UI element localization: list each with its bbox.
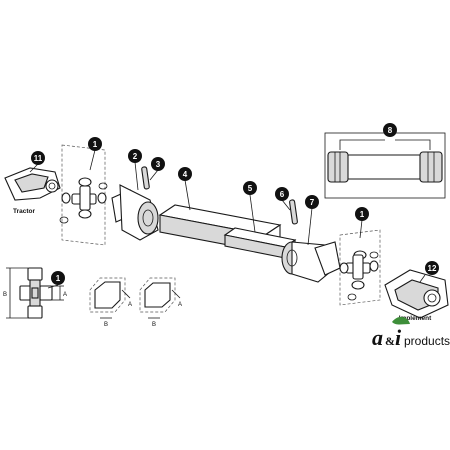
callout-1-detail: 1: [51, 271, 65, 285]
profile-inner-a-label: A: [178, 302, 182, 308]
callout-12: 12: [425, 261, 439, 275]
logo-i: i: [395, 325, 402, 350]
callout-5: 5: [243, 181, 257, 195]
svg-text:12: 12: [428, 264, 437, 273]
callout-6: 6: [275, 187, 289, 201]
profile-outer-a-label: A: [128, 302, 132, 308]
cross-bearing-kit-right: [339, 229, 381, 306]
callout-1-right: 1: [355, 207, 369, 221]
svg-text:4: 4: [183, 170, 188, 179]
profile-outer-b-label: B: [104, 322, 108, 328]
inner-yoke: [281, 241, 341, 283]
outer-yoke: [111, 184, 159, 241]
complete-driveline-inset: [324, 132, 446, 199]
profile-section-outer: [89, 277, 131, 319]
dimension-b-label: B: [3, 292, 7, 298]
svg-text:8: 8: [388, 126, 393, 135]
callout-11: 11: [31, 151, 45, 165]
callout-4: 4: [178, 167, 192, 181]
callout-1-left: 1: [88, 137, 102, 151]
svg-text:11: 11: [34, 154, 43, 163]
svg-text:1: 1: [93, 140, 98, 149]
svg-text:5: 5: [248, 184, 253, 193]
svg-text:1: 1: [56, 274, 61, 283]
implement-yoke: [384, 269, 449, 319]
tractor-yoke: [4, 167, 61, 201]
profile-inner-b-label: B: [152, 322, 156, 328]
profile-section-inner: [139, 277, 181, 319]
svg-text:7: 7: [310, 198, 315, 207]
svg-text:6: 6: [280, 190, 285, 199]
logo-products: products: [404, 334, 450, 348]
tractor-label: Tractor: [13, 208, 36, 215]
roll-pin-6: [289, 199, 298, 225]
callout-2: 2: [128, 149, 142, 163]
callout-7: 7: [305, 195, 319, 209]
ai-products-logo: a & i products: [372, 316, 450, 350]
cross-bearing-kit-left: [59, 144, 108, 246]
svg-text:2: 2: [133, 152, 138, 161]
cross-dimension-detail: [6, 267, 64, 319]
logo-a: a: [372, 325, 383, 350]
dimension-a-label: A: [63, 292, 67, 298]
svg-text:1: 1: [360, 210, 365, 219]
callout-3: 3: [151, 157, 165, 171]
logo-amp: &: [385, 334, 395, 348]
roll-pin-3: [141, 166, 150, 190]
implement-label: Implement: [399, 315, 432, 322]
svg-text:3: 3: [156, 160, 161, 169]
callout-8: 8: [383, 123, 397, 137]
